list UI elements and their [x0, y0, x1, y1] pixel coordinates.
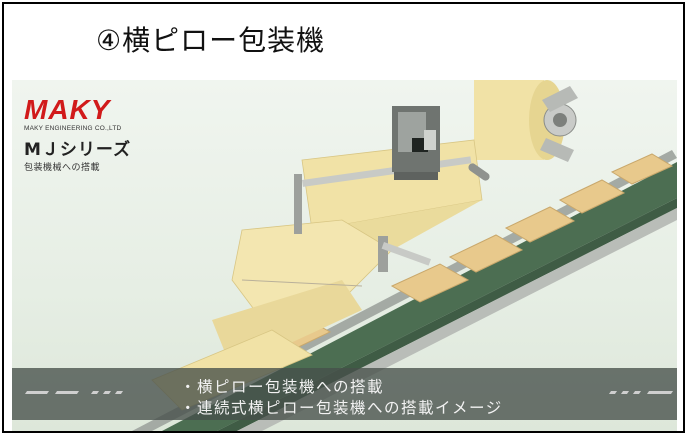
product: [504, 206, 576, 243]
roll-holder: [540, 86, 578, 162]
product: [558, 179, 626, 214]
caption-line-2: ・連続式横ピロー包装機への搭載イメージ: [180, 399, 503, 417]
caption-dash: [90, 391, 100, 394]
caption-dash: [620, 391, 630, 394]
product: [610, 153, 674, 185]
caption-dash: [114, 391, 124, 394]
series-name: MＪシリーズ: [24, 140, 132, 160]
caption-dash: [632, 391, 642, 394]
caption-band: ・横ピロー包装機への搭載 ・連続式横ピロー包装機への搭載イメージ: [12, 368, 677, 420]
product: [390, 263, 470, 303]
packaging-machine-drawing: [132, 80, 677, 431]
logo-company: MAKY ENGINEERING CO.,LTD: [24, 125, 122, 132]
product: [448, 234, 524, 273]
caption-dash: [54, 391, 80, 394]
maky-logo: MAKY MAKY ENGINEERING CO.,LTD MＪシリーズ 包装機…: [24, 94, 136, 174]
series-subtitle: 包装機械への搭載: [24, 163, 101, 173]
slide-title: ④横ピロー包装機: [96, 24, 326, 57]
caption-line-1: ・横ピロー包装機への搭載: [180, 378, 385, 396]
logo-mark: MAKY: [24, 94, 111, 125]
caption-dash: [102, 391, 112, 394]
slide-frame: ④横ピロー包装機: [2, 2, 685, 433]
slide-title-bar: ④横ピロー包装機: [4, 4, 683, 74]
caption-dash: [608, 391, 618, 394]
caption-dash: [646, 391, 674, 394]
print-head: [392, 106, 440, 180]
machine-illustration: MAKY MAKY ENGINEERING CO.,LTD MＪシリーズ 包装機…: [12, 80, 677, 431]
film-edge: [241, 279, 363, 287]
caption-dash: [24, 391, 50, 394]
